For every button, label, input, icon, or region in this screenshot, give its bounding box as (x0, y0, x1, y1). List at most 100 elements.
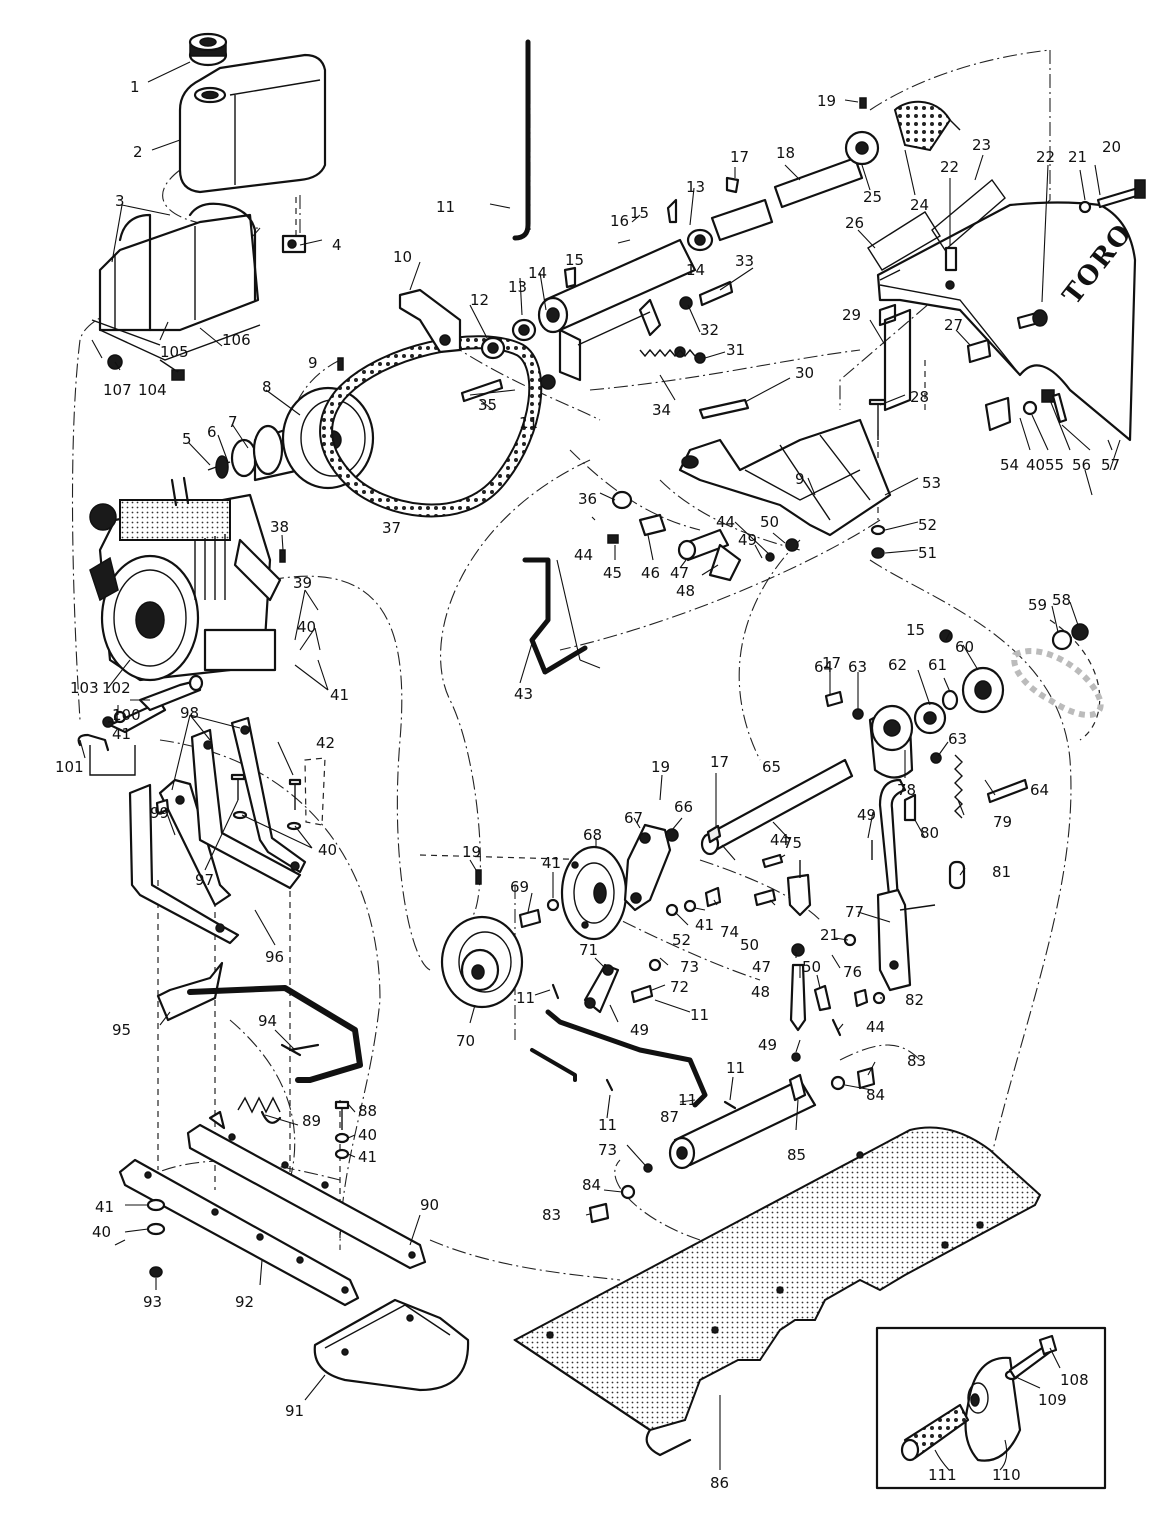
callout-82: 82 (905, 991, 924, 1009)
spring-79 (954, 754, 963, 819)
callout-77: 77 (845, 903, 864, 921)
callout-40b: 40 (318, 841, 337, 859)
callout-64b: 64 (1030, 781, 1049, 799)
callout-85: 85 (787, 1146, 806, 1164)
handle-95 (156, 961, 363, 1083)
callout-47a: 47 (670, 564, 689, 582)
callout-15a: 15 (630, 204, 649, 222)
callout-76: 76 (843, 963, 862, 981)
clutch-drum (560, 845, 628, 941)
slide-bracket-77 (876, 888, 936, 992)
callout-73a: 73 (680, 958, 699, 976)
callout-69: 69 (510, 878, 529, 896)
callout-54: 54 (1000, 456, 1019, 474)
clevis-75 (786, 860, 812, 917)
callout-87: 87 (660, 1108, 679, 1126)
callout-73b: 73 (598, 1141, 617, 1159)
callout-10: 10 (393, 248, 412, 266)
callout-37: 37 (382, 519, 401, 537)
callout-79: 79 (993, 813, 1012, 831)
clutch-arm-hardware (518, 828, 784, 929)
callout-84b: 84 (582, 1176, 601, 1194)
callout-111: 111 (928, 1466, 957, 1484)
upper-handle-mount-100-102 (77, 674, 204, 776)
callout-11a: 11 (436, 198, 455, 216)
inset-detail-box (875, 1326, 1107, 1490)
callout-33: 33 (735, 252, 754, 270)
callout-52b: 52 (672, 931, 691, 949)
callout-13a: 13 (508, 278, 527, 296)
callout-48a: 48 (676, 582, 695, 600)
callout-11b: 11 (519, 414, 538, 432)
callout-19a: 19 (817, 92, 836, 110)
decal-sheets (867, 178, 1006, 271)
callout-65: 65 (762, 758, 781, 776)
main-shaft (700, 758, 854, 856)
callout-89: 89 (302, 1112, 321, 1130)
callout-59: 59 (1028, 596, 1047, 614)
callout-105: 105 (160, 343, 189, 361)
callout-52a: 52 (918, 516, 937, 534)
bar-90 (186, 1110, 427, 1270)
callout-80: 80 (920, 824, 939, 842)
callout-106: 106 (222, 331, 251, 349)
small-pins (279, 97, 867, 563)
callout-50b: 50 (740, 936, 759, 954)
callout-50a: 50 (760, 513, 779, 531)
callout-35: 35 (478, 396, 497, 414)
callout-40d: 40 (92, 1223, 111, 1241)
link-81 (948, 860, 966, 890)
callout-28: 28 (910, 388, 929, 406)
washer-nut-51-52 (870, 524, 886, 559)
callout-44b: 44 (716, 513, 735, 531)
callout-31: 31 (726, 341, 745, 359)
callout-93: 93 (143, 1293, 162, 1311)
callout-15c: 15 (906, 621, 925, 639)
callout-41c: 41 (542, 854, 561, 872)
callout-14a: 14 (528, 264, 547, 282)
callout-40a: 40 (297, 618, 316, 636)
angle-brace-98c (230, 716, 307, 874)
callout-75: 75 (783, 834, 802, 852)
callout-45: 45 (603, 564, 622, 582)
clutch-arm-67 (623, 823, 672, 912)
spring-89 (237, 1096, 282, 1124)
callout-19c: 19 (462, 843, 481, 861)
shift-plate (698, 398, 750, 420)
callout-3: 3 (115, 192, 125, 210)
callout-5: 5 (182, 430, 192, 448)
callout-39: 39 (293, 574, 312, 592)
callout-57: 57 (1101, 456, 1120, 474)
callout-99: 99 (150, 804, 169, 822)
callout-1: 1 (130, 78, 140, 96)
chute-bracket (678, 418, 892, 537)
callout-55: 55 (1045, 456, 1064, 474)
callout-22a: 22 (940, 158, 959, 176)
cover-hardware (878, 179, 1146, 432)
callout-23: 23 (972, 136, 991, 154)
callout-21a: 21 (1068, 148, 1087, 166)
callout-103: 103 (70, 679, 99, 697)
shafts (710, 156, 864, 242)
callout-44d: 44 (866, 1018, 885, 1036)
callout-71: 71 (579, 941, 598, 959)
scraper-plate-86 (513, 1126, 1042, 1457)
callout-40c: 40 (358, 1126, 377, 1144)
callout-7: 7 (228, 413, 238, 431)
callout-53: 53 (922, 474, 941, 492)
callout-72: 72 (670, 978, 689, 996)
engine-mount-frame (91, 202, 261, 361)
callout-66: 66 (674, 798, 693, 816)
callout-109: 109 (1038, 1391, 1067, 1409)
callout-46: 46 (641, 564, 660, 582)
callout-60: 60 (955, 638, 974, 656)
callout-96: 96 (265, 948, 284, 966)
driven-pulley-70 (440, 869, 524, 1009)
callout-43: 43 (514, 685, 533, 703)
callout-17c: 17 (710, 753, 729, 771)
callout-51: 51 (918, 544, 937, 562)
callout-24: 24 (910, 196, 929, 214)
bolt-stack-88-41 (334, 1100, 350, 1160)
callout-36: 36 (578, 490, 597, 508)
callout-38: 38 (270, 518, 289, 536)
